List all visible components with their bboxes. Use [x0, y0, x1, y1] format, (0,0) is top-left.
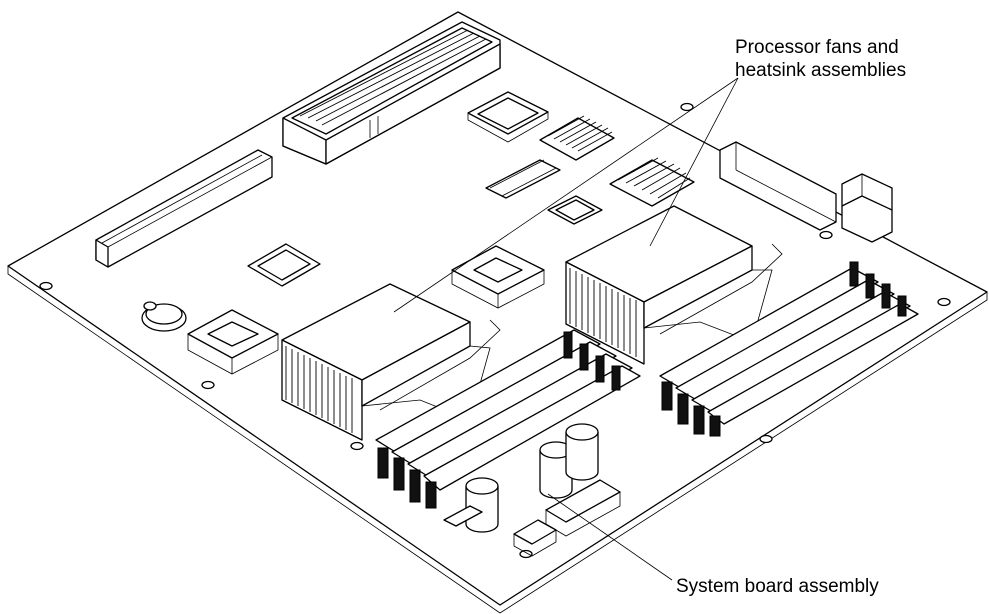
cpu-socket-center: [451, 245, 545, 309]
processor-heatsink-left: [281, 283, 501, 441]
header-connector: [443, 505, 483, 527]
memory-slots-center: [375, 329, 641, 509]
pci-slot-top: [282, 21, 501, 165]
cpu-socket-left: [187, 309, 279, 375]
memory-slots-right: [659, 261, 919, 437]
processor-fans-callout-line1: Processor fans and: [735, 37, 899, 58]
chip-left: [247, 243, 321, 287]
power-connector-small: [513, 519, 557, 557]
usb-connectors: [841, 173, 893, 243]
mounting-holes: [39, 102, 951, 559]
chip-small-center: [547, 195, 603, 225]
board-edge: [7, 266, 988, 614]
heatsink-small-2: [609, 157, 695, 207]
heatsink-small-1: [539, 115, 615, 161]
power-connector-main: [545, 479, 621, 537]
rear-io-connector: [719, 141, 837, 231]
callout-leader-lines: [393, 77, 739, 581]
processor-fans-callout-line2: heatsink assemblies: [735, 60, 907, 81]
ic-chip-long: [485, 159, 561, 199]
processor-fans-callout: Processor fans and heatsink assemblies: [735, 36, 906, 82]
capacitors: [465, 423, 599, 533]
system-board-callout: System board assembly: [676, 576, 879, 597]
pci-slot-left: [95, 149, 273, 268]
chip-top-center: [467, 91, 549, 143]
battery-cell: [141, 301, 187, 332]
